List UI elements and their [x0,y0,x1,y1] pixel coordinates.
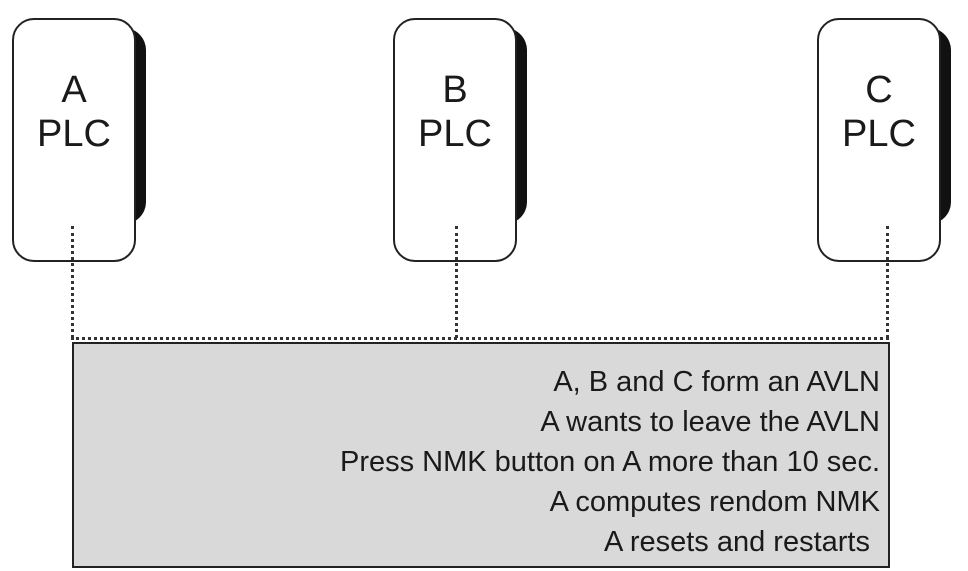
event-sequence-box: A, B and C form an AVLN A wants to leave… [72,342,890,568]
node-type-label: PLC [842,113,916,155]
event-line: A wants to leave the AVLN [540,406,880,438]
plc-node-b: B PLC [393,18,527,262]
connector-c [886,226,889,338]
node-box: C PLC [817,18,941,262]
node-type-label: PLC [37,113,111,155]
node-id-label: B [442,69,468,111]
node-type-label: PLC [418,113,492,155]
event-line: A resets and restarts [604,526,870,558]
plc-node-c: C PLC [817,18,951,262]
plc-node-a: A PLC [12,18,146,262]
node-id-label: A [61,69,87,111]
node-box: A PLC [12,18,136,262]
node-box: B PLC [393,18,517,262]
node-id-label: C [865,69,893,111]
event-line: A, B and C form an AVLN [553,366,880,398]
connector-a [71,226,74,338]
event-line: Press NMK button on A more than 10 sec. [339,446,880,478]
connector-b [455,226,458,338]
event-line: A computes rendom NMK [549,486,880,518]
shared-bus-line [71,337,889,340]
